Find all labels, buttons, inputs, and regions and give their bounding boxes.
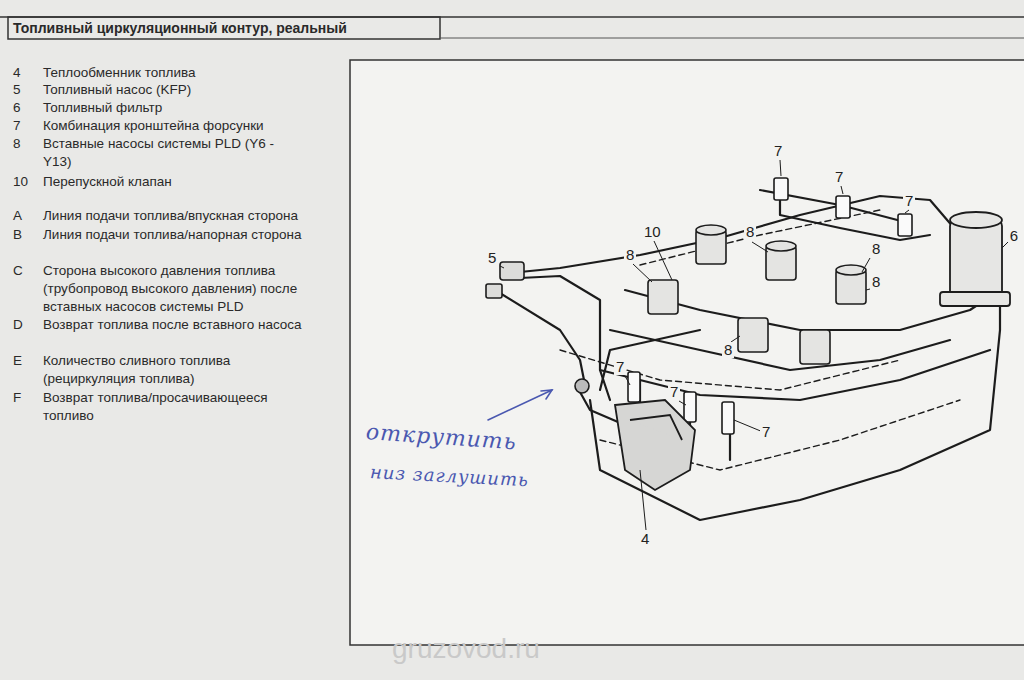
key-text: Сторона высокого давления топлива (трубо… [43,262,343,316]
key-text: Количество сливного топлива (рециркуляци… [43,352,278,388]
key-number: 8 [13,135,21,153]
callout-number: 7 [614,359,626,375]
key-number: 4 [13,64,21,82]
key-text: Линия подачи топлива/впускная сторона [43,207,343,225]
callout-number: 7 [903,193,915,209]
key-number: C [13,262,23,280]
key-text: Линия подачи топлива/напорная сторона [43,226,305,244]
key-number: B [13,226,22,244]
callout-number: 5 [486,250,498,266]
callout-number: 7 [668,384,680,400]
key-text: Перепускной клапан [43,173,338,191]
callout-number: 8 [870,241,882,257]
callout-number: 7 [833,169,845,185]
callout-number: 7 [760,424,772,440]
key-text: Комбинация кронштейна форсунки [43,117,338,135]
callout-number: 8 [744,224,756,240]
key-text: Возврат топлива/просачивающееся топливо [43,389,311,425]
key-number: 5 [13,81,21,99]
key-number: 6 [13,99,21,117]
key-text: Возврат топлива после вставного насоса [43,316,305,334]
key-text: Топливный насос (KFP) [43,81,338,99]
callout-number: 6 [1008,228,1020,244]
callout-number: 8 [870,274,882,290]
key-text: Вставные насосы системы PLD (Y6 - Y13) [43,135,288,171]
callout-number: 7 [772,143,784,159]
key-text: Теплообменник топлива [43,64,338,82]
callout-number: 8 [624,247,636,263]
watermark: gruzovod.ru [392,634,540,664]
key-number: 10 [13,173,28,191]
key-number: F [13,389,21,407]
key-number: 7 [13,117,21,135]
page-title: Топливный циркуляционный контур, реальны… [13,19,433,37]
callout-number: 8 [722,342,734,358]
key-number: D [13,316,23,334]
callout-number: 10 [642,224,663,240]
key-number: A [13,207,22,225]
key-text: Топливный фильтр [43,99,338,117]
key-number: E [13,352,22,370]
callout-number: 4 [639,531,651,547]
